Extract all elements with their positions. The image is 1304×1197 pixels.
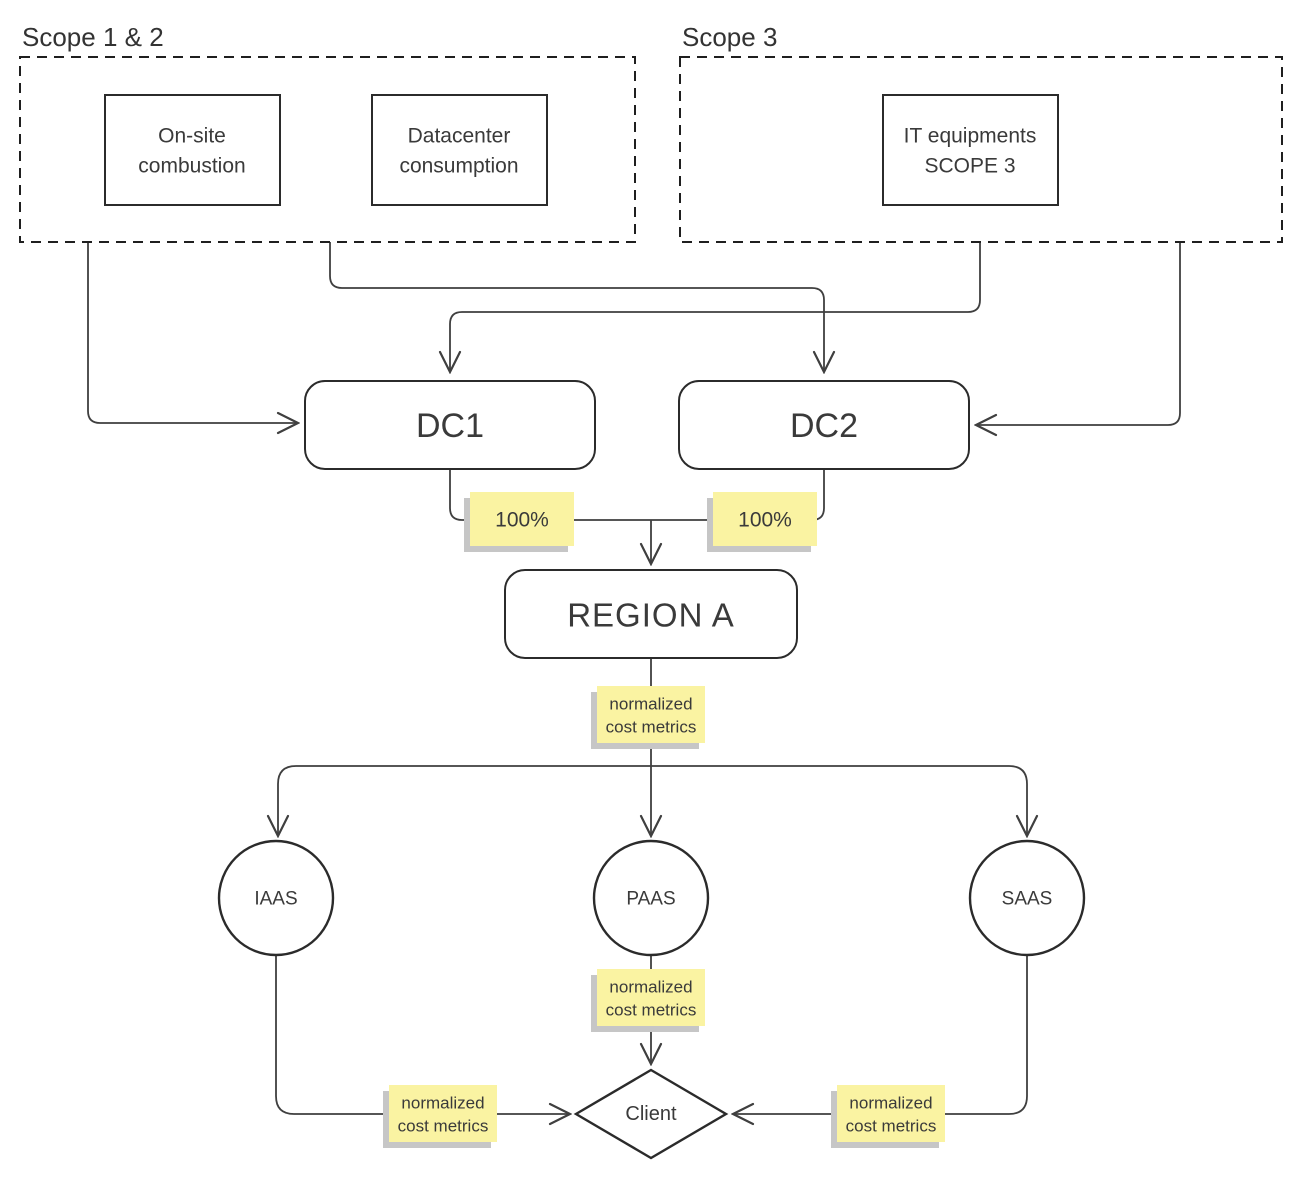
sticky-saas-cost-metrics-line1: normalized — [849, 1094, 932, 1113]
onsite-combustion-label-line2: combustion — [138, 155, 245, 178]
sticky-paas-cost-metrics: normalized cost metrics — [591, 969, 705, 1032]
sticky-saas-cost-metrics-line2: cost metrics — [846, 1117, 937, 1136]
sticky-dc2-100pct-body — [713, 492, 817, 546]
region-a-label: REGION A — [567, 597, 735, 634]
it-equipments-node — [882, 94, 1059, 206]
sticky-dc1-100pct-body — [470, 492, 574, 546]
it-equipments-label-line1: IT equipments — [904, 125, 1037, 148]
sticky-paas-cost-metrics-line2: cost metrics — [606, 1001, 697, 1020]
dc2-node — [678, 380, 970, 470]
sticky-iaas-cost-metrics-body — [389, 1085, 497, 1142]
sticky-paas-cost-metrics-line1: normalized — [609, 978, 692, 997]
edge-scope12-to-dc2 — [329, 242, 824, 372]
datacenter-consumption-label-line1: Datacenter — [408, 125, 511, 148]
sticky-paas-cost-metrics-body — [597, 969, 705, 1026]
edge-iaas-to-client — [275, 955, 570, 1114]
edge-branch-to-iaas — [278, 765, 651, 836]
scope-1-2-container — [19, 56, 636, 243]
scope-3-container — [679, 56, 1283, 243]
sticky-saas-cost-metrics-body — [837, 1085, 945, 1142]
sticky-region-cost-metrics-body — [597, 686, 705, 743]
it-equipments-label-line2: SCOPE 3 — [924, 155, 1015, 178]
edge-dc1-to-merge — [449, 469, 651, 521]
edge-scope12-to-dc1 — [87, 242, 298, 423]
sticky-region-cost-metrics-line1: normalized — [609, 695, 692, 714]
sticky-iaas-cost-metrics: normalized cost metrics — [383, 1085, 497, 1148]
datacenter-consumption-label-line2: consumption — [399, 155, 518, 178]
sticky-iaas-cost-metrics-line1: normalized — [401, 1094, 484, 1113]
sticky-region-cost-metrics: normalized cost metrics — [591, 686, 705, 749]
sticky-dc1-100pct-label: 100% — [495, 509, 549, 532]
iaas-node — [217, 839, 335, 957]
sticky-dc1-100pct: 100% — [464, 492, 574, 552]
onsite-combustion-label-line1: On-site — [158, 125, 226, 148]
paas-label: PAAS — [626, 889, 675, 910]
scope-3-title: Scope 3 — [682, 22, 777, 52]
sticky-region-cost-metrics-line2: cost metrics — [606, 718, 697, 737]
onsite-combustion-node — [104, 94, 281, 206]
sticky-iaas-cost-metrics-line2: cost metrics — [398, 1117, 489, 1136]
saas-node — [968, 839, 1086, 957]
sticky-saas-cost-metrics: normalized cost metrics — [831, 1085, 945, 1148]
region-a-node — [504, 569, 798, 659]
client-node — [573, 1068, 729, 1160]
edge-scope3-to-dc2 — [976, 242, 1181, 425]
iaas-label: IAAS — [254, 889, 297, 910]
saas-label: SAAS — [1002, 889, 1053, 910]
edge-scope3-to-dc1 — [450, 242, 981, 372]
datacenter-consumption-node — [371, 94, 548, 206]
client-label: Client — [625, 1103, 677, 1125]
dc1-label: DC1 — [416, 407, 484, 445]
paas-node — [592, 839, 710, 957]
edge-saas-to-client — [733, 955, 1028, 1114]
sticky-dc2-100pct: 100% — [707, 492, 817, 552]
dc2-label: DC2 — [790, 407, 858, 445]
scope-1-2-title: Scope 1 & 2 — [22, 22, 164, 52]
sticky-dc2-100pct-label: 100% — [738, 509, 792, 532]
dc1-node — [304, 380, 596, 470]
edge-branch-to-saas — [651, 765, 1027, 836]
